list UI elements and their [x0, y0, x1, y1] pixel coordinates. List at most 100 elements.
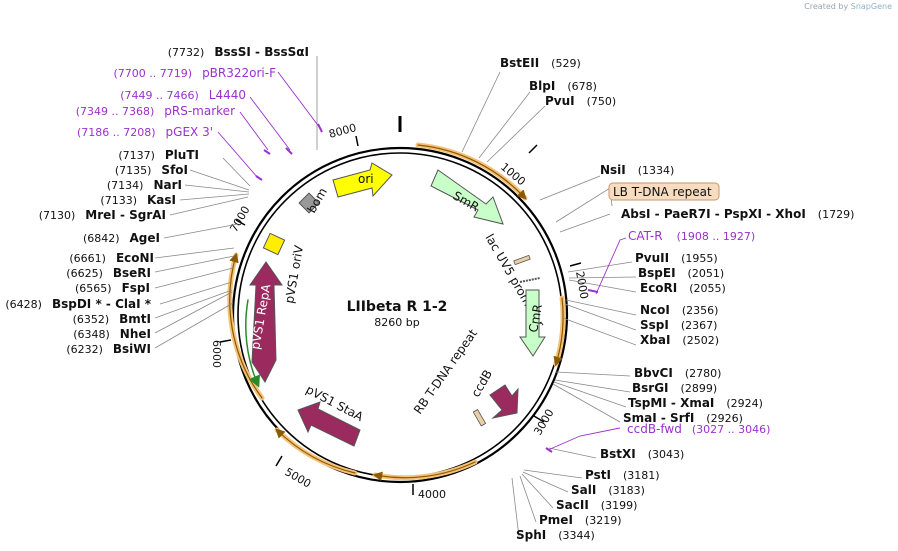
cmr-label: CmR: [526, 303, 545, 333]
leader-lines-right: [461, 71, 637, 538]
enzyme-xbai[interactable]: XbaI: [640, 333, 670, 347]
backbone-inner: [237, 152, 563, 478]
ticks-group: [219, 135, 582, 495]
enzyme-pluti[interactable]: PluTI: [165, 148, 199, 162]
enzyme-bspei[interactable]: BspEI: [638, 266, 676, 280]
enzyme-bstxi[interactable]: BstXI: [600, 447, 636, 461]
enzyme-agei[interactable]: AgeI: [130, 231, 160, 245]
svg-text:PvuII(1955): PvuII(1955): [635, 251, 718, 265]
svg-text:BbvCI(2780): BbvCI(2780): [634, 366, 721, 380]
enzyme-srfi-group[interactable]: SmaI - SrfI: [623, 411, 694, 425]
svg-text:SphI(3344): SphI(3344): [516, 528, 595, 542]
svg-text:(7732)BssSI - BssSαI: (7732)BssSI - BssSαI: [168, 45, 309, 59]
enzyme-ncoi[interactable]: NcoI: [640, 303, 670, 317]
svg-text:(7186 .. 7208)pGEX 3': (7186 .. 7208)pGEX 3': [77, 125, 213, 139]
bom-label: bom: [304, 185, 329, 215]
svg-text:PmeI(3219): PmeI(3219): [539, 513, 621, 527]
svg-text:(7449 .. 7466)L4440: (7449 .. 7466)L4440: [120, 88, 246, 102]
enzyme-sgrai-group[interactable]: MreI - SgrAI: [85, 208, 166, 222]
primer-leaders-right: [547, 237, 627, 451]
primer-l4440[interactable]: L4440: [209, 88, 246, 102]
lb-tdna-box[interactable]: [608, 182, 720, 201]
enzyme-clai-group[interactable]: BspDI * - ClaI *: [52, 297, 152, 311]
lac-promoter-box: [513, 254, 531, 266]
tick-label-7000: 7000: [227, 204, 252, 235]
svg-text:PstI(3181): PstI(3181): [585, 468, 660, 482]
tick-label-6000: 6000: [210, 340, 223, 368]
svg-text:NcoI(2356): NcoI(2356): [640, 303, 718, 317]
svg-text:(6565)FspI: (6565)FspI: [75, 281, 150, 295]
svg-text:BstXI(3043): BstXI(3043): [600, 447, 684, 461]
svg-text:(6625)BseRI: (6625)BseRI: [66, 266, 151, 280]
svg-text:SalI(3183): SalI(3183): [571, 483, 645, 497]
enzyme-xmai-group[interactable]: TspMI - XmaI: [628, 396, 714, 410]
rb-tdna-label: RB T-DNA repeat: [411, 326, 480, 416]
enzyme-nhei[interactable]: NheI: [120, 327, 151, 341]
enzyme-sacii[interactable]: SacII: [556, 498, 589, 512]
svg-text:BlpI(678): BlpI(678): [529, 79, 597, 93]
enzyme-fspi[interactable]: FspI: [122, 281, 150, 295]
enzyme-sphi[interactable]: SphI: [516, 528, 546, 542]
svg-text:AbsI - PaeR7I - PspXI -: AbsI - PaeR7I - PspXI - XhoI(1729): [621, 207, 854, 221]
svg-text:(6348)NheI: (6348)NheI: [73, 327, 151, 341]
enzyme-sfoi[interactable]: SfoI: [161, 163, 188, 177]
svg-text:(6232)BsiWI: (6232)BsiWI: [66, 342, 151, 356]
plasmid-length: 8260 bp: [374, 316, 419, 329]
ccdb-arrow: [489, 384, 519, 419]
pvs1-oriv-label: pVS1 oriV: [282, 243, 306, 304]
smr-label: SmR: [451, 188, 482, 214]
primer-cat-r[interactable]: CAT-R: [628, 229, 663, 243]
enzyme-blpi[interactable]: BlpI: [529, 79, 555, 93]
pvs1-repa-arrow: [249, 261, 283, 384]
tick-label-4000: 4000: [418, 488, 446, 501]
enzyme-sali[interactable]: SalI: [571, 483, 596, 497]
svg-text:SspI(2367): SspI(2367): [640, 318, 717, 332]
plasmid-name: LIIbeta R 1-2: [347, 299, 448, 315]
svg-text:(7133)KasI: (7133)KasI: [100, 193, 176, 207]
enzyme-nsii[interactable]: NsiI: [600, 163, 626, 177]
ori-arrow: [332, 162, 393, 198]
svg-text:SacII(3199): SacII(3199): [556, 498, 637, 512]
enzyme-pvuii[interactable]: PvuII: [635, 251, 669, 265]
enzyme-bsssi[interactable]: BssSI - BssSαI: [214, 45, 309, 59]
leader-lines-left: [154, 56, 318, 349]
enzyme-xhoi-group[interactable]: AbsI - PaeR7I - PspXI - XhoI: [621, 207, 806, 221]
enzyme-list-right: BstEII(529) BlpI(678) PvuI(750) NsiI(133…: [500, 56, 854, 542]
primer-list-left: (7700 .. 7719)pBR322ori-F (7449 .. 7466)…: [76, 66, 276, 139]
enzyme-bsrgi[interactable]: BsrGI: [632, 381, 669, 395]
rb-tdna-box: [472, 409, 487, 427]
svg-text:(6428)BspDI * - ClaI *: (6428)BspDI * - ClaI *: [5, 297, 151, 311]
enzyme-bsteii[interactable]: BstEII: [500, 56, 539, 70]
enzyme-bbvci[interactable]: BbvCI: [634, 366, 673, 380]
primer-leaders-left: [217, 71, 321, 179]
credit-prefix: Created by: [804, 2, 849, 11]
primer-pgex-3[interactable]: pGEX 3': [166, 125, 213, 139]
primer-ccdb-fwd[interactable]: ccdB-fwd: [627, 422, 682, 436]
enzyme-bmti[interactable]: BmtI: [119, 312, 151, 326]
enzyme-pvui[interactable]: PvuI: [545, 94, 575, 108]
svg-text:BsrGI(2899): BsrGI(2899): [632, 381, 717, 395]
svg-text:NsiI(1334): NsiI(1334): [600, 163, 674, 177]
svg-text:(7135)SfoI: (7135)SfoI: [115, 163, 188, 177]
enzyme-psti[interactable]: PstI: [585, 468, 611, 482]
enzyme-nari[interactable]: NarI: [153, 178, 182, 192]
primer-prs-marker[interactable]: pRS-marker: [164, 104, 235, 118]
credit-brand: SnapGene: [850, 2, 892, 11]
enzyme-pmei[interactable]: PmeI: [539, 513, 573, 527]
enzyme-econi[interactable]: EcoNI: [116, 251, 154, 265]
svg-text:EcoRI(2055): EcoRI(2055): [640, 281, 726, 295]
enzyme-bsiwi[interactable]: BsiWI: [113, 342, 151, 356]
orf-arcs: [227, 142, 566, 482]
enzyme-sspi[interactable]: SspI: [640, 318, 669, 332]
lb-tdna-label: LB T-DNA repeat: [613, 185, 712, 199]
svg-text:CAT-R(1908 .. 1927): CAT-R(1908 .. 1927): [628, 229, 755, 243]
svg-text:TspMI - XmaI(2924): TspMI - XmaI(2924): [628, 396, 763, 410]
primer-pbr322ori-f[interactable]: pBR322ori-F: [202, 66, 276, 80]
ori-label: ori: [358, 172, 374, 186]
enzyme-kasi[interactable]: KasI: [147, 193, 176, 207]
svg-text:XbaI(2502): XbaI(2502): [640, 333, 719, 347]
tick-label-8000: 8000: [327, 121, 357, 141]
enzyme-bseri[interactable]: BseRI: [113, 266, 151, 280]
enzyme-ecori[interactable]: EcoRI: [640, 281, 677, 295]
tick-label-5000: 5000: [283, 465, 314, 490]
